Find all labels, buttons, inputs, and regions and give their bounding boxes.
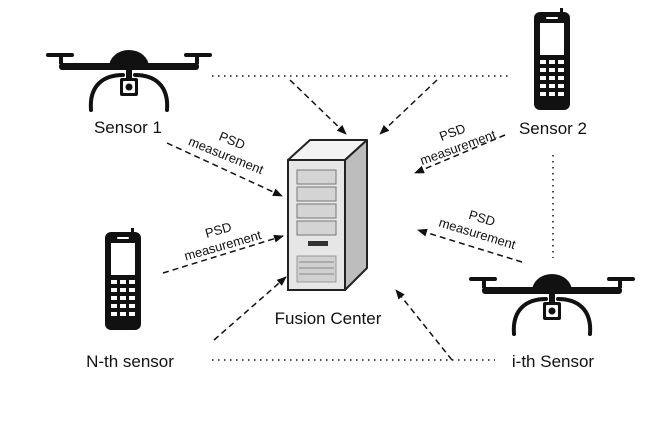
fusion-center-label: Fusion Center <box>275 309 382 328</box>
phone-icon <box>105 228 141 330</box>
dashed-arrows <box>162 79 523 361</box>
arrow-sensor2-psd <box>414 134 506 174</box>
arrow-nth-bottom <box>213 276 287 341</box>
arrow-ith-bottom <box>395 289 453 361</box>
phone-icon <box>534 8 570 110</box>
arrow-sensor1-top <box>289 79 347 135</box>
arrow-ith-psd <box>417 228 523 263</box>
edge-label-sensor-1: PSD measurement <box>186 129 266 178</box>
edge-label-line: PSD <box>203 219 233 241</box>
ith-sensor-label: i-th Sensor <box>512 352 595 371</box>
edge-label-line: PSD <box>467 207 497 229</box>
nth-sensor-label: N-th sensor <box>86 352 174 371</box>
edge-label-sensor-2: PSD measurement <box>418 121 498 168</box>
arrow-sensor2-top <box>379 79 438 135</box>
sensor-1-label: Sensor 1 <box>94 118 162 137</box>
arrow-nth-psd <box>162 234 284 274</box>
sensor-2-label: Sensor 2 <box>519 119 587 138</box>
drone-icon <box>467 272 637 336</box>
arrow-sensor1-psd <box>166 142 283 197</box>
edge-label-ith-sensor: PSD measurement <box>437 207 518 252</box>
dotted-links <box>212 75 554 361</box>
drone-icon <box>44 48 214 112</box>
server-icon <box>287 139 368 291</box>
